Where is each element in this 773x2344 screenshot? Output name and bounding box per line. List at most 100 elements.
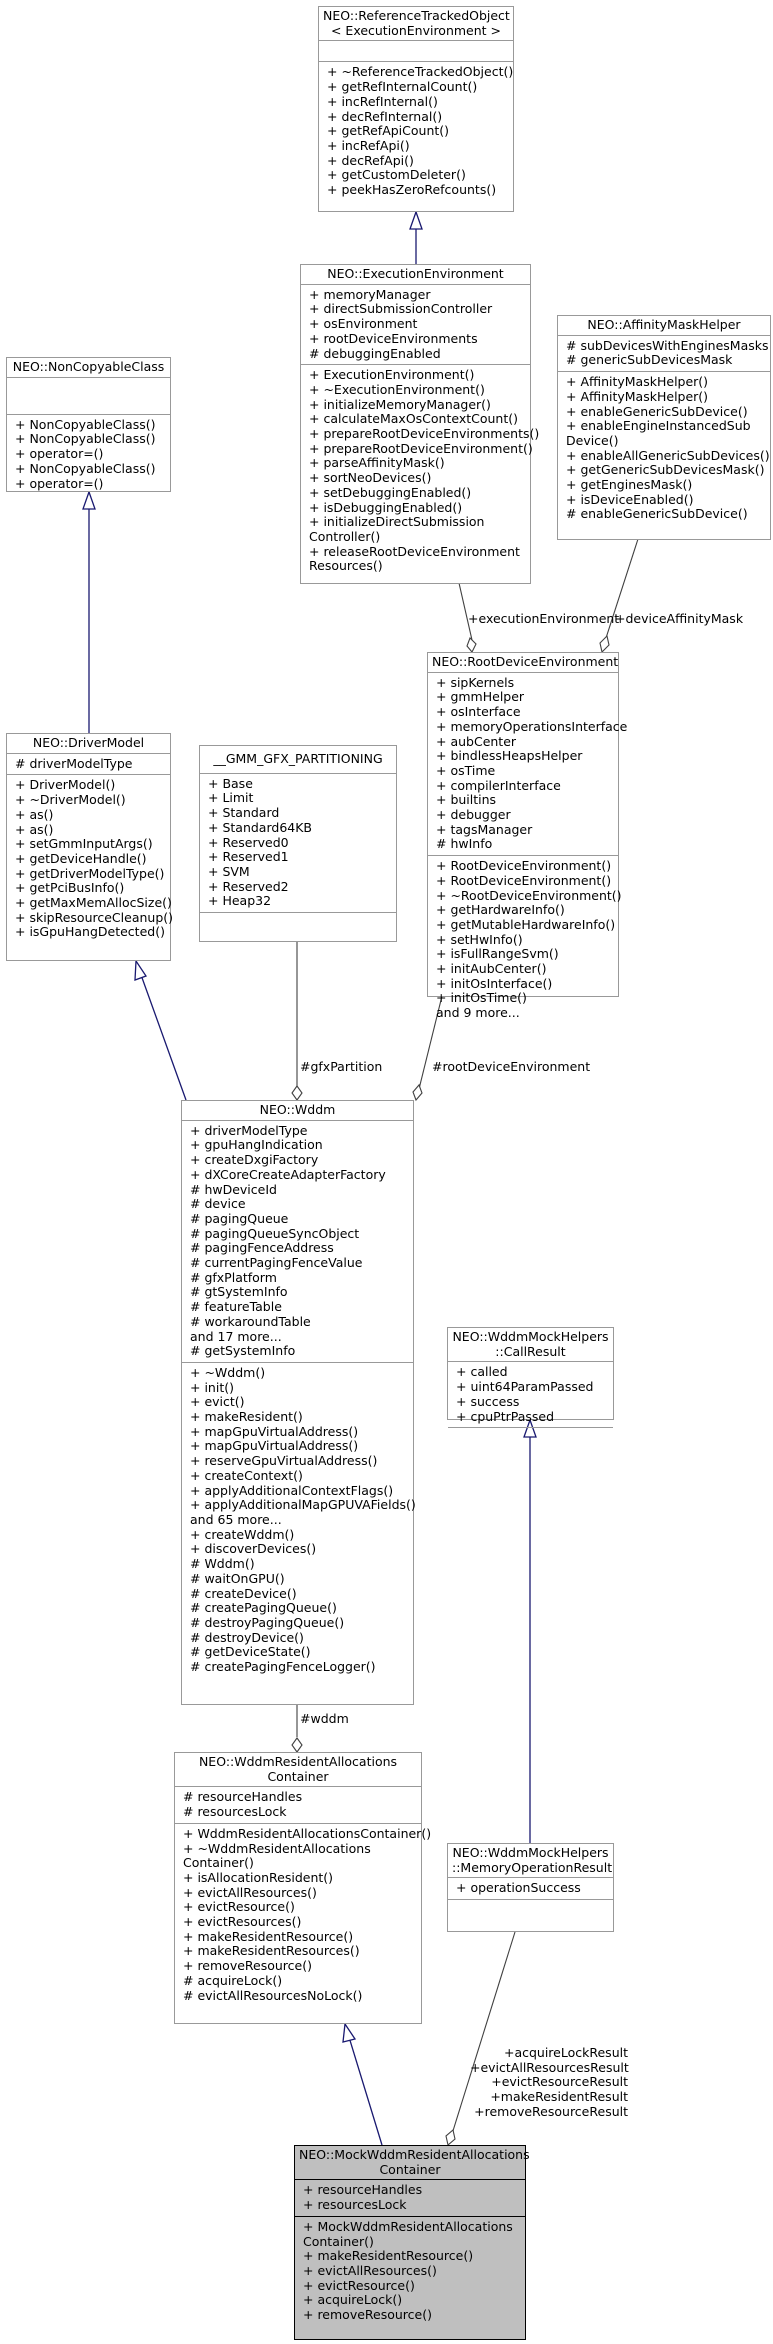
class-non-copyable: NEO::NonCopyableClass + NonCopyableClass… — [6, 357, 171, 492]
method: + applyAdditionalContextFlags() — [190, 1482, 394, 1498]
method: + prepareRootDeviceEnvironment() — [309, 440, 533, 456]
method: + calculateMaxOsContextCount() — [309, 411, 519, 427]
method: + mapGpuVirtualAddress() — [190, 1423, 359, 1439]
method-section: + WddmResidentAllocationsContainer() + ~… — [175, 1824, 431, 2006]
class-driver-model: NEO::DriverModel # driverModelType + Dri… — [6, 733, 174, 961]
method: + getMutableHardwareInfo() — [436, 916, 616, 932]
inherit-arrow-callresult — [523, 1418, 537, 1438]
method: + getCustomDeleter() — [327, 167, 466, 183]
class-gmm-gfx-partitioning: __GMM_GFX_PARTITIONING + Base + Limit + … — [199, 745, 397, 942]
method: # createPagingQueue() — [190, 1600, 337, 1616]
method-section — [448, 1428, 613, 1448]
edge-label-root-device-environment: #rootDeviceEnvironment — [432, 1059, 591, 1074]
attribute: # getSystemInfo — [190, 1343, 296, 1359]
method: + initAubCenter() — [436, 961, 547, 977]
method: + MockWddmResidentAllocations — [303, 2218, 513, 2234]
method: Controller() — [309, 528, 381, 544]
class-title: NEO::WddmMockHelpers ::MemoryOperationRe… — [448, 1844, 613, 1879]
attribute: + Reserved0 — [208, 834, 289, 850]
method: + skipResourceCleanup() — [15, 909, 174, 925]
method: + initOsInterface() — [436, 975, 553, 991]
method-section — [200, 913, 396, 933]
method: + makeResidentResource() — [303, 2248, 474, 2264]
class-title-line: NEO::MockWddmResidentAllocations — [299, 2147, 530, 2162]
method: + getPciBusInfo() — [15, 880, 125, 896]
attribute: + osInterface — [436, 704, 521, 720]
method-section — [448, 1900, 613, 1920]
attribute: # genericSubDevicesMask — [566, 352, 733, 368]
attribute: + Limit — [208, 790, 254, 806]
method: + as() — [15, 806, 54, 822]
attribute-section: + memoryManager + directSubmissionContro… — [301, 285, 530, 366]
method: + acquireLock() — [303, 2292, 403, 2308]
method: + evictResources() — [183, 1914, 302, 1930]
method: + createWddm() — [190, 1526, 295, 1542]
attribute: + resourcesLock — [303, 2197, 407, 2213]
method: + ~ReferenceTrackedObject() — [327, 64, 514, 80]
edge-label-line: +makeResidentResult — [490, 2089, 628, 2105]
attribute: # resourceHandles — [183, 1789, 303, 1805]
assoc-diamond-gfx-partition — [291, 1085, 303, 1101]
method-section: + AffinityMaskHelper() + AffinityMaskHel… — [558, 372, 770, 525]
attribute: + memoryOperationsInterface — [436, 718, 628, 734]
method: + DriverModel() — [15, 777, 116, 793]
class-title: NEO::ReferenceTrackedObject < ExecutionE… — [319, 7, 513, 42]
class-title-line: NEO::NonCopyableClass — [12, 359, 165, 374]
method: # destroyPagingQueue() — [190, 1614, 345, 1630]
attribute-section — [319, 41, 513, 63]
edge-label-line: +removeResourceResult — [474, 2103, 628, 2119]
attribute: # workaroundTable — [190, 1313, 311, 1329]
class-title: NEO::DriverModel — [7, 734, 170, 754]
method: + setGmmInputArgs() — [15, 836, 153, 852]
method: + ~WddmResidentAllocations — [183, 1840, 371, 1856]
inherit-arrow-noncopy — [82, 490, 96, 510]
method-section: + NonCopyableClass() + NonCopyableClass(… — [7, 415, 170, 495]
method: + AffinityMaskHelper() — [566, 374, 709, 390]
class-title-line: NEO::ExecutionEnvironment — [327, 266, 504, 281]
attribute: + Heap32 — [208, 893, 272, 909]
method: + getDeviceHandle() — [15, 850, 147, 866]
attribute: + gmmHelper — [436, 689, 525, 705]
method: + getHardwareInfo() — [436, 902, 565, 918]
method: # getDeviceState() — [190, 1644, 311, 1660]
method: # enableGenericSubDevice() — [566, 506, 748, 522]
class-title: NEO::RootDeviceEnvironment — [428, 653, 618, 673]
class-title: NEO::MockWddmResidentAllocations Contain… — [295, 2146, 530, 2181]
assoc-diamond-mock-results — [445, 2128, 456, 2147]
method: Device() — [566, 432, 619, 448]
edge-label-mock-results: +acquireLockResult +evictAllResourcesRes… — [470, 2045, 629, 2120]
attribute-section — [7, 378, 170, 415]
attribute: + Standard64KB — [208, 819, 312, 835]
method: + createContext() — [190, 1467, 303, 1483]
attribute: # gtSystemInfo — [190, 1284, 288, 1300]
method: + init() — [190, 1379, 234, 1395]
assoc-edge-exec-env — [458, 582, 473, 641]
method: + makeResidentResources() — [183, 1943, 360, 1959]
method: + as() — [15, 821, 54, 837]
attribute: # driverModelType — [15, 755, 133, 771]
class-memory-operation-result: NEO::WddmMockHelpers ::MemoryOperationRe… — [447, 1843, 614, 1932]
attribute: # resourcesLock — [183, 1804, 287, 1820]
method: + isDebuggingEnabled() — [309, 499, 463, 515]
method: + NonCopyableClass() — [15, 460, 156, 476]
attribute: # currentPagingFenceValue — [190, 1255, 363, 1271]
attribute-section: + operationSuccess — [448, 1878, 613, 1901]
method: + getRefApiCount() — [327, 123, 450, 139]
method: # destroyDevice() — [190, 1629, 304, 1645]
method: + parseAffinityMask() — [309, 455, 445, 471]
method-section: + ~ReferenceTrackedObject() + getRefInte… — [319, 62, 513, 200]
method: + getGenericSubDevicesMask() — [566, 462, 765, 478]
method: + evictAllResources() — [183, 1884, 317, 1900]
method: + sortNeoDevices() — [309, 470, 432, 486]
inherit-arrow-refobj — [409, 210, 423, 230]
method: + reserveGpuVirtualAddress() — [190, 1453, 378, 1469]
class-wddm-resident-allocations-container: NEO::WddmResidentAllocations Container #… — [174, 1752, 431, 2024]
method: + isFullRangeSvm() — [436, 946, 559, 962]
method: + NonCopyableClass() — [15, 431, 156, 447]
class-title-line: NEO::DriverModel — [32, 735, 145, 750]
method: + getEnginesMask() — [566, 477, 693, 493]
method: + setDebuggingEnabled() — [309, 484, 472, 500]
class-title: NEO::Wddm — [182, 1101, 413, 1121]
